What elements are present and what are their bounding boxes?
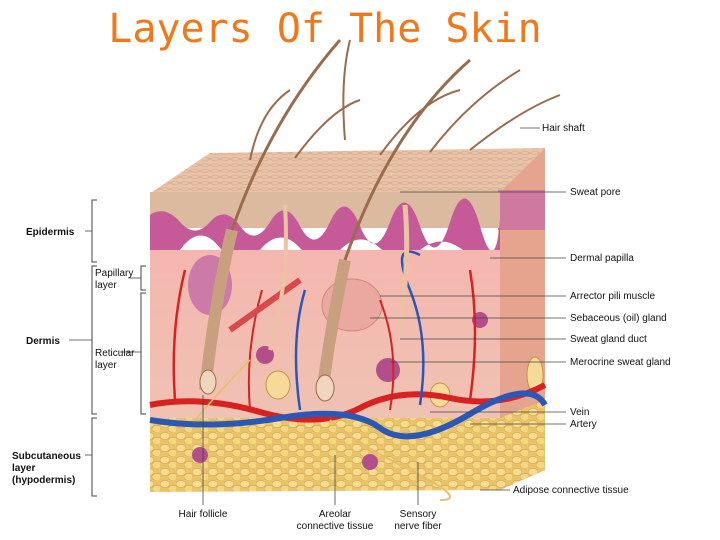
epidermis-layer xyxy=(150,192,500,228)
label-papillary-1: Papillary xyxy=(95,268,133,279)
label-hair-follicle: Hair follicle xyxy=(179,509,228,520)
label-dermis: Dermis xyxy=(26,336,60,347)
label-dermal-papilla: Dermal papilla xyxy=(570,253,634,264)
label-subcutaneous-3: (hypodermis) xyxy=(12,475,75,486)
label-vein: Vein xyxy=(570,407,589,418)
label-subcutaneous-2: layer xyxy=(12,463,35,474)
label-adipose: Adipose connective tissue xyxy=(513,485,629,496)
label-sweat-pore: Sweat pore xyxy=(570,187,621,198)
label-epidermis: Epidermis xyxy=(26,227,75,238)
label-sensory-2: nerve fiber xyxy=(394,521,442,532)
label-subcutaneous-1: Subcutaneous xyxy=(12,451,81,462)
label-papillary-2: layer xyxy=(95,280,117,291)
label-artery: Artery xyxy=(570,419,597,430)
label-merocrine: Merocrine sweat gland xyxy=(570,357,671,368)
label-areolar-1: Areolar xyxy=(319,509,352,520)
label-reticular-2: layer xyxy=(95,360,117,371)
label-reticular-1: Reticular xyxy=(95,348,135,359)
skin-surface xyxy=(152,148,545,194)
label-sweat-duct: Sweat gland duct xyxy=(570,334,647,345)
label-hair-shaft: Hair shaft xyxy=(542,123,585,134)
label-sebaceous: Sebaceous (oil) gland xyxy=(570,313,667,324)
label-sensory-1: Sensory xyxy=(400,509,437,520)
label-arrector: Arrector pili muscle xyxy=(570,291,655,302)
label-areolar-2: connective tissue xyxy=(297,521,374,532)
